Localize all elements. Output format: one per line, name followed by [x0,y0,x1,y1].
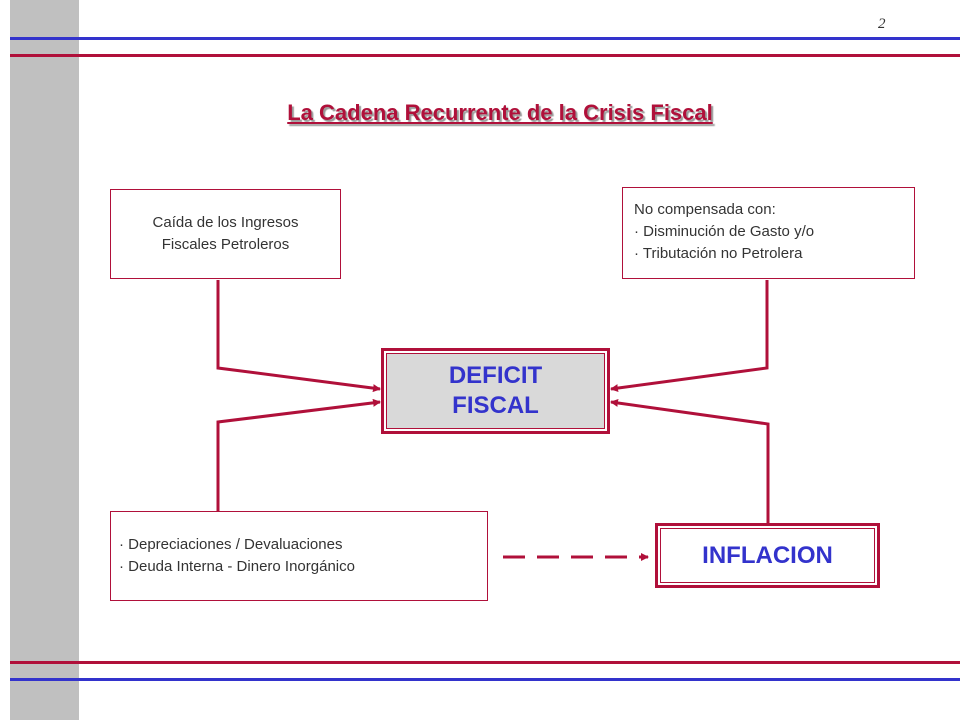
arrow-inflacion-to-deficit [610,399,770,524]
box-deficit-fiscal: DEFICIT FISCAL [381,348,610,434]
deficit-fiscal-inner: DEFICIT FISCAL [386,353,605,429]
box-line: · Disminución de Gasto y/o [634,223,815,240]
box-inflacion: INFLACION [655,523,880,588]
box-depreciaciones: · Depreciaciones / Devaluaciones · Deuda… [110,511,488,601]
box-no-compensada: No compensada con: · Disminución de Gast… [622,187,915,279]
top-rule-blue [10,37,960,40]
box-line: FISCAL [452,392,539,419]
slide-title: La Cadena Recurrente de la Crisis Fiscal [287,100,713,125]
box-line: Fiscales Petroleros [161,236,290,253]
inflacion-label: INFLACION [702,541,833,569]
bottom-rule-red [10,661,960,664]
arrow-bottom-left-to-deficit [216,398,381,511]
box-line: DEFICIT [448,362,543,389]
box-line: Caída de los Ingresos [152,214,299,231]
arrow-top-left-to-deficit [216,280,381,393]
page-number: 2 [878,16,886,32]
box-caida-ingresos: Caída de los Ingresos Fiscales Petrolero… [110,189,341,279]
arrow-top-right-to-deficit [610,280,769,393]
box-line: · Depreciaciones / Devaluaciones [119,536,343,553]
sidebar-band [10,0,79,720]
box-line: · Tributación no Petrolera [634,245,803,262]
bottom-rule-blue [10,678,960,681]
top-rule-red [10,54,960,57]
inflacion-inner: INFLACION [660,528,875,583]
box-line: No compensada con: [634,201,776,218]
box-line: · Deuda Interna - Dinero Inorgánico [119,558,355,575]
